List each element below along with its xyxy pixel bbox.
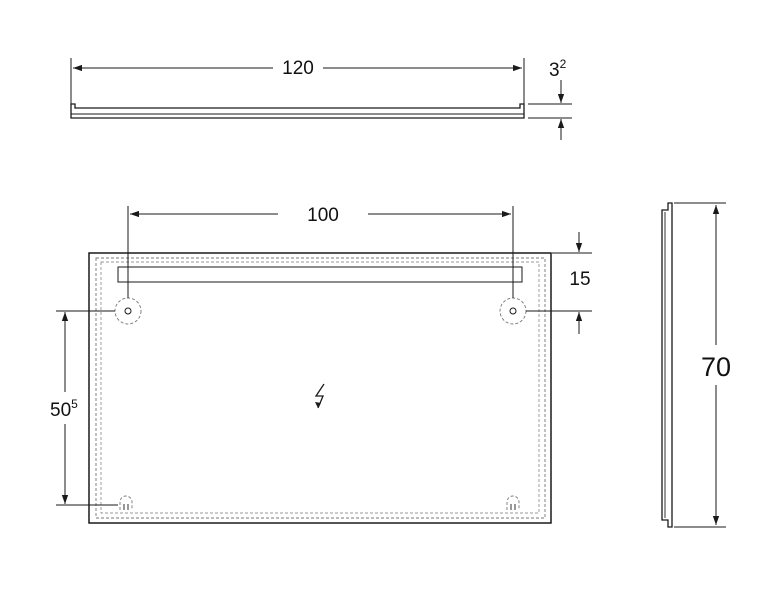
thickness-main: 3 (549, 60, 560, 81)
front-view-inner-dashed (95, 257, 546, 519)
thickness-dimension: 32 (528, 57, 572, 140)
front-view-outline (88, 252, 552, 524)
inner-width-label: 100 (307, 205, 339, 226)
top-view: 120 32 (70, 57, 572, 140)
mounting-hole-top-right (499, 297, 527, 325)
front-view-inner-dashed-2 (100, 261, 540, 514)
top-offset-label: 15 (569, 269, 590, 290)
front-view: 100 15 505 (50, 205, 592, 524)
mounting-hole-top-left (114, 297, 142, 325)
bracket-bottom-right (506, 495, 520, 510)
electrical-bolt-icon (314, 383, 325, 409)
led-strip (117, 266, 523, 283)
top-view-profile (70, 103, 525, 119)
side-view-profile (661, 202, 673, 528)
thickness-sup: 2 (560, 57, 567, 71)
vertical-main: 50 (50, 400, 71, 421)
height-dimension: 70 (674, 202, 731, 528)
inner-width-dimension: 100 (127, 205, 514, 298)
top-width-dimension: 120 (70, 58, 525, 104)
side-view: 70 (661, 202, 731, 528)
top-offset-dimension: 15 (526, 232, 592, 334)
height-label: 70 (701, 352, 731, 382)
vertical-sup: 5 (71, 397, 78, 411)
thickness-label: 32 (549, 57, 567, 81)
vertical-spacing-dimension: 505 (50, 310, 118, 506)
vertical-spacing-label: 505 (50, 397, 78, 421)
bracket-bottom-left (119, 495, 133, 510)
top-width-label: 120 (282, 58, 314, 79)
